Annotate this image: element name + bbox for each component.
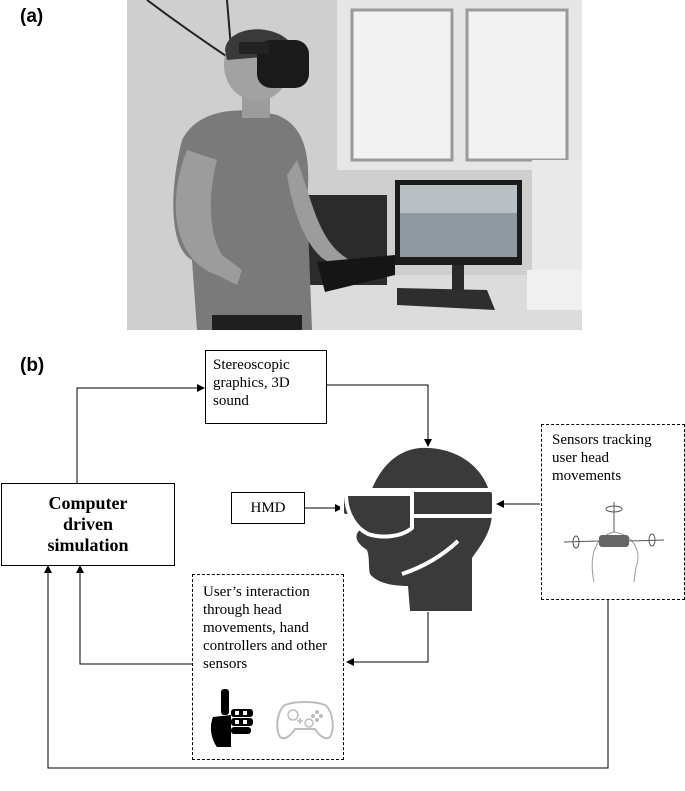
hmd-box: HMD (231, 492, 305, 524)
interaction-label: User’s interaction through head movement… (203, 584, 328, 672)
head-with-vr-goggles-icon (340, 447, 496, 611)
vr-user-photo (127, 0, 582, 330)
sensors-box: Sensors tracking user head movements (541, 424, 685, 600)
sensors-label: Sensors tracking user head movements (552, 432, 652, 484)
hmd-label: HMD (250, 500, 286, 516)
arrow-head-to-interaction (346, 612, 429, 666)
arrow-sensors-to-simulation (44, 565, 609, 769)
arrow-graphics-to-head (327, 384, 432, 447)
gamepad-icon (276, 701, 334, 740)
interaction-box: User’s interaction through head movement… (192, 574, 344, 760)
arrow-simulation-to-graphics (76, 384, 205, 483)
graphics-box: Stereoscopic graphics, 3D sound (205, 350, 327, 424)
panel-label-a: (a) (20, 6, 44, 27)
graphics-label: Stereoscopic graphics, 3D sound (213, 357, 290, 409)
data-glove-hand-icon (210, 689, 253, 747)
head-tracking-axes-icon (563, 502, 665, 583)
simulation-box: Computer driven simulation (1, 483, 175, 566)
simulation-label: Computer driven simulation (47, 493, 129, 555)
arrow-interaction-to-simulation (76, 565, 192, 665)
panel-label-b: (b) (20, 355, 45, 376)
vr-user-photo-illustration (127, 0, 582, 330)
